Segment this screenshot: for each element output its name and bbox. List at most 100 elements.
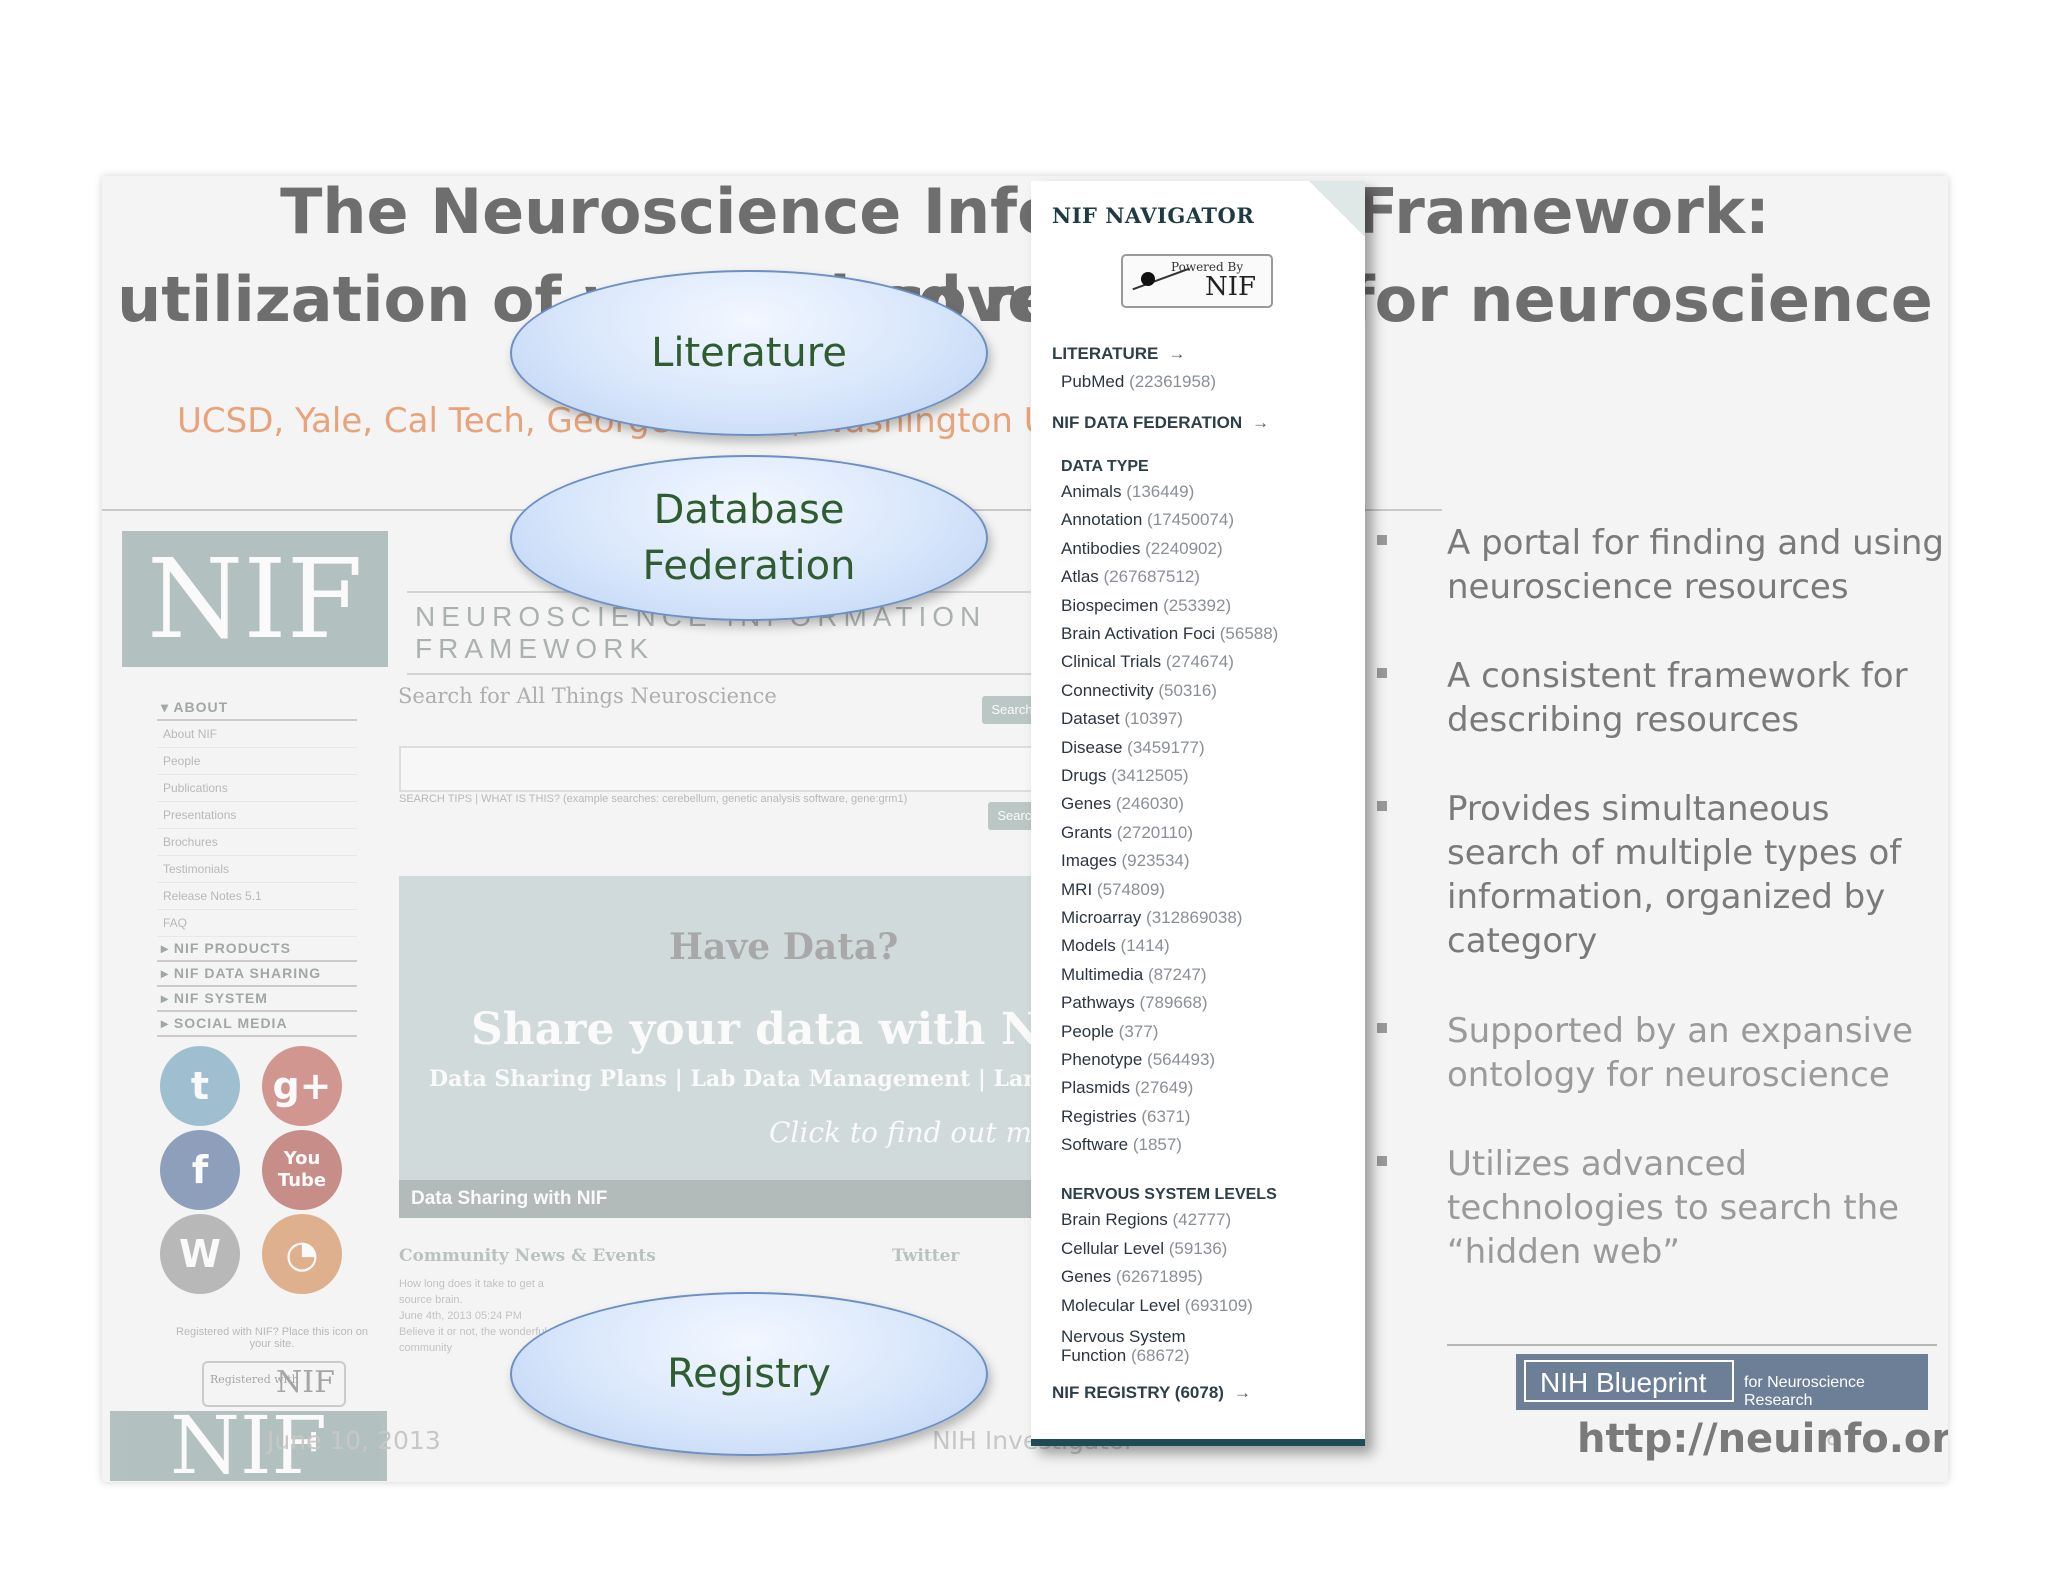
nav-item-label: Microarray xyxy=(1061,908,1142,927)
bullet-item: Supported by an expansive ontology for n… xyxy=(1377,1009,1947,1097)
banner-heading: Have Data? xyxy=(669,926,899,968)
nav-list-item[interactable]: People (377) xyxy=(1061,1022,1158,1042)
nav-item-label: Genes xyxy=(1061,1267,1112,1286)
nav-list-item[interactable]: Cellular Level (59136) xyxy=(1061,1239,1227,1259)
nav-list-item[interactable]: Brain Regions (42777) xyxy=(1061,1210,1231,1230)
nif-navigator-panel: NIF NAVIGATOR Powered By NIF LITERATURE→… xyxy=(1031,181,1365,1446)
nav-list-item[interactable]: Pathways (789668) xyxy=(1061,993,1208,1013)
slide: The Neuroscience Information Framework: … xyxy=(102,176,1948,1482)
nav-item-count: (17450074) xyxy=(1147,510,1234,530)
nav-item-label: Models xyxy=(1061,936,1116,956)
registered-badge[interactable]: Registered with NIF xyxy=(202,1361,346,1407)
nav-literature[interactable]: LITERATURE→ xyxy=(1052,344,1186,363)
nav-list-item[interactable]: Plasmids (27649) xyxy=(1061,1078,1193,1098)
nav-list-item[interactable]: MRI (574809) xyxy=(1061,880,1165,900)
nav-list-item[interactable]: Registries (6371) xyxy=(1061,1107,1190,1127)
nif-logo[interactable]: NIF xyxy=(122,531,388,667)
nav-list-item[interactable]: Antibodies (2240902) xyxy=(1061,539,1223,559)
nav-about-item[interactable]: About NIF xyxy=(157,721,357,748)
nif-logo-footer: NIF xyxy=(110,1406,387,1482)
nav-list-item[interactable]: Genes (62671895) xyxy=(1061,1267,1203,1287)
wordpress-icon[interactable]: W xyxy=(160,1214,240,1294)
data-type-heading: DATA TYPE xyxy=(1061,458,1149,475)
nav-item-count: (59136) xyxy=(1168,1238,1228,1258)
nav-item-count: (136449) xyxy=(1126,482,1195,501)
nav-list-item[interactable]: Software (1857) xyxy=(1061,1135,1182,1155)
nav-item-count: (923534) xyxy=(1121,851,1190,871)
twitter-icon[interactable]: t xyxy=(160,1046,240,1126)
nav-list-item[interactable]: Molecular Level (693109) xyxy=(1061,1296,1253,1316)
nav-about-item[interactable]: Testimonials xyxy=(157,856,357,883)
nav-item-count: (6371) xyxy=(1141,1106,1191,1126)
nav-about-item[interactable]: Brochures xyxy=(157,829,357,856)
nav-list-item[interactable]: Animals (136449) xyxy=(1061,482,1194,502)
nav-about-item[interactable]: Presentations xyxy=(157,802,357,829)
nav-list-item[interactable]: Clinical Trials (274674) xyxy=(1061,652,1234,672)
data-sharing-banner[interactable]: Have Data? Share your data with NIF Data… xyxy=(399,876,1130,1218)
right-divider xyxy=(1447,1344,1937,1346)
nav-list-item[interactable]: Genes (246030) xyxy=(1061,794,1184,814)
nav-item-count: (274674) xyxy=(1165,652,1234,672)
search-input[interactable] xyxy=(399,746,1083,792)
facebook-icon[interactable]: f xyxy=(160,1130,240,1210)
nav-item-count: (2720110) xyxy=(1116,822,1194,842)
powered-by-nif-badge[interactable]: Powered By NIF xyxy=(1121,254,1273,308)
news-heading[interactable]: Community News & Events xyxy=(399,1246,656,1266)
google-plus-icon[interactable]: g+ xyxy=(262,1046,342,1126)
nav-item-label: Animals xyxy=(1061,482,1122,501)
nav-list-item[interactable]: Images (923534) xyxy=(1061,851,1190,871)
page-number: 8 xyxy=(1826,1426,1840,1451)
nav-pubmed[interactable]: PubMed (22361958) xyxy=(1061,372,1217,391)
search-tips[interactable]: SEARCH TIPS | WHAT IS THIS? (example sea… xyxy=(399,793,908,805)
nav-about-item[interactable]: People xyxy=(157,748,357,775)
news-snippet[interactable]: How long does it take to get a source br… xyxy=(399,1278,544,1306)
powered-nif-text: NIF xyxy=(1205,272,1257,302)
nav-list-item[interactable]: Dataset (10397) xyxy=(1061,709,1183,729)
nav-list-item[interactable]: Disease (3459177) xyxy=(1061,738,1205,758)
nav-item-label: Brain Regions xyxy=(1061,1210,1168,1229)
nav-item-count: (377) xyxy=(1118,1021,1159,1041)
nav-list-item[interactable]: Drugs (3412505) xyxy=(1061,766,1189,786)
nav-item-count: (62671895) xyxy=(1115,1267,1203,1286)
nav-data-federation[interactable]: NIF DATA FEDERATION→ xyxy=(1052,413,1270,432)
nav-list-item[interactable]: Grants (2720110) xyxy=(1061,823,1193,843)
nav-item-label: Antibodies xyxy=(1061,538,1141,558)
twitter-heading[interactable]: Twitter xyxy=(892,1246,960,1266)
nav-section[interactable]: ▸ NIF PRODUCTS xyxy=(157,937,357,962)
nav-list-item[interactable]: Annotation (17450074) xyxy=(1061,510,1234,530)
nav-about[interactable]: ▾ ABOUT xyxy=(157,696,357,721)
nav-section[interactable]: ▸ NIF SYSTEM xyxy=(157,987,357,1012)
nav-list-item[interactable]: Multimedia (87247) xyxy=(1061,965,1207,985)
search-label: Search for All Things Neuroscience xyxy=(398,684,777,708)
chevron-right-icon: ▸ xyxy=(161,965,174,981)
rss-icon[interactable]: ◔ xyxy=(262,1214,342,1294)
nav-registry[interactable]: NIF REGISTRY (6078)→ xyxy=(1052,1383,1251,1402)
news-text: How long does it take to get a source br… xyxy=(399,1276,559,1356)
registered-note: Registered with NIF? Place this icon on … xyxy=(176,1326,368,1350)
bullet-item: A consistent framework for describing re… xyxy=(1377,654,1947,742)
nav-item-count: (3412505) xyxy=(1111,766,1189,785)
nav-list-item[interactable]: Phenotype (564493) xyxy=(1061,1050,1215,1070)
nav-item-label: Pathways xyxy=(1061,993,1135,1013)
nav-section[interactable]: ▸ SOCIAL MEDIA xyxy=(157,1012,357,1037)
nav-list-item[interactable]: Atlas (267687512) xyxy=(1061,567,1200,587)
nav-section[interactable]: ▸ NIF DATA SHARING xyxy=(157,962,357,987)
nif-website-screenshot: NIF NEUROSCIENCE INFORMATION FRAMEWORK ▾… xyxy=(102,176,1948,1482)
chevron-right-icon: ▸ xyxy=(161,990,174,1006)
nav-about-item[interactable]: Release Notes 5.1 xyxy=(157,883,357,910)
nav-list-item[interactable]: Biospecimen (253392) xyxy=(1061,596,1231,616)
arrow-right-icon: → xyxy=(1252,413,1270,432)
nav-list-item[interactable]: Microarray (312869038) xyxy=(1061,908,1242,928)
site-url[interactable]: http://neuinfo.org xyxy=(1577,1416,1948,1462)
nav-nervous-system-function[interactable]: Nervous System Function (68672) xyxy=(1061,1327,1190,1365)
nav-list-item[interactable]: Connectivity (50316) xyxy=(1061,681,1217,701)
nav-item-count: (42777) xyxy=(1172,1210,1232,1229)
nav-about-item[interactable]: FAQ xyxy=(157,910,357,937)
nav-list-item[interactable]: Models (1414) xyxy=(1061,936,1170,956)
nav-about-item[interactable]: Publications xyxy=(157,775,357,802)
slide-title-line2: utilization of web-based resources for n… xyxy=(117,263,1933,336)
nav-list-item[interactable]: Brain Activation Foci (56588) xyxy=(1061,624,1278,644)
literature-callout-label: Literature xyxy=(651,330,847,376)
nih-logo-text: NIH Blueprint xyxy=(1524,1360,1734,1402)
